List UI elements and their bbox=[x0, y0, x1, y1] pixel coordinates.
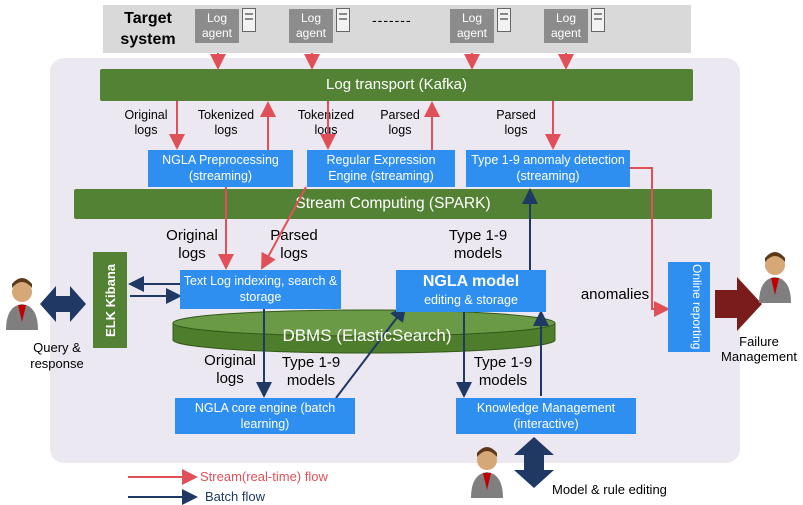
log-agent-label: Log agent bbox=[550, 11, 582, 40]
query-double-arrow bbox=[40, 286, 86, 322]
log-agent-1[interactable]: Log agent bbox=[195, 9, 239, 43]
label-type-models-bottom-1: Type 1-9 models bbox=[281, 354, 341, 389]
legend-batch-label: Batch flow bbox=[205, 489, 265, 504]
log-agent-3[interactable]: Log agent bbox=[450, 9, 494, 43]
label-model-rule-editing: Model & rule editing bbox=[552, 482, 667, 497]
log-agent-label: Log agent bbox=[295, 11, 327, 40]
server-icon bbox=[591, 8, 605, 32]
anomaly-detection-label: Type 1-9 anomaly detection (streaming) bbox=[471, 153, 625, 183]
ngla-model-title: NGLA model bbox=[422, 273, 520, 290]
arrow-anomaly-reporting bbox=[630, 167, 670, 317]
text-log-indexing-label: Text Log indexing, search & storage bbox=[183, 274, 338, 304]
log-agent-2[interactable]: Log agent bbox=[289, 9, 333, 43]
label-original-logs-top: Original logs bbox=[124, 108, 168, 137]
label-tokenized-logs-1: Tokenized logs bbox=[197, 108, 255, 137]
failure-arrow bbox=[715, 277, 762, 331]
anomaly-detection-box[interactable]: Type 1-9 anomaly detection (streaming) bbox=[466, 150, 630, 187]
user-icon-failure bbox=[759, 252, 791, 303]
online-reporting-box[interactable]: Online reporting bbox=[668, 262, 710, 352]
model-editing-double-arrow bbox=[514, 437, 554, 488]
user-icon-left bbox=[6, 278, 38, 330]
legend-stream-label: Stream(real-time) flow bbox=[200, 469, 328, 484]
label-failure-management: Failure Management bbox=[721, 334, 797, 364]
server-icon bbox=[497, 8, 511, 32]
knowledge-management-label: Knowledge Management (interactive) bbox=[476, 401, 616, 431]
log-agent-label: Log agent bbox=[456, 11, 488, 40]
log-agent-4[interactable]: Log agent bbox=[544, 9, 588, 43]
knowledge-management-box[interactable]: Knowledge Management (interactive) bbox=[456, 398, 636, 434]
kafka-bar[interactable]: Log transport (Kafka) bbox=[100, 69, 693, 101]
regex-engine-label: Regular Expression Engine (streaming) bbox=[326, 153, 436, 183]
agent-ellipsis: ------- bbox=[372, 12, 412, 28]
user-icon-bottom bbox=[471, 447, 503, 498]
label-parsed-logs-2: Parsed logs bbox=[496, 108, 536, 137]
label-tokenized-logs-2: Tokenized logs bbox=[297, 108, 355, 137]
label-anomalies: anomalies bbox=[580, 286, 650, 303]
spark-label: Stream Computing (SPARK) bbox=[295, 195, 491, 212]
ngla-preprocessing-label: NGLA Preprocessing (streaming) bbox=[162, 153, 279, 183]
dbms-cylinder[interactable] bbox=[172, 309, 556, 354]
ngla-model-subtitle: editing & storage bbox=[424, 293, 518, 307]
online-reporting-label: Online reporting bbox=[690, 264, 704, 350]
elk-kibana-box[interactable]: ELK Kibana bbox=[93, 252, 127, 348]
arrow-core-model bbox=[335, 305, 407, 399]
label-type-models-bottom-2: Type 1-9 models bbox=[473, 354, 533, 389]
label-query-response: Query & response bbox=[30, 340, 84, 371]
regex-engine-box[interactable]: Regular Expression Engine (streaming) bbox=[307, 150, 455, 187]
server-icon bbox=[336, 8, 350, 32]
label-original-logs-mid: Original logs bbox=[166, 227, 218, 262]
ngla-core-engine-box[interactable]: NGLA core engine (batch learning) bbox=[175, 398, 355, 434]
main-panel bbox=[50, 58, 740, 463]
spark-bar[interactable]: Stream Computing (SPARK) bbox=[74, 189, 712, 219]
arrow-regex-indexing bbox=[261, 186, 307, 270]
label-type-models-mid: Type 1-9 models bbox=[448, 227, 508, 262]
text-log-indexing-box[interactable]: Text Log indexing, search & storage bbox=[180, 270, 341, 309]
dbms-label: DBMS (ElasticSearch) bbox=[282, 326, 452, 345]
label-original-logs-bottom: Original logs bbox=[204, 352, 256, 387]
label-parsed-logs-mid: Parsed logs bbox=[270, 227, 318, 262]
ngla-preprocessing-box[interactable]: NGLA Preprocessing (streaming) bbox=[148, 150, 293, 187]
label-parsed-logs-1: Parsed logs bbox=[380, 108, 420, 137]
target-system-label: Target system bbox=[120, 10, 176, 48]
kafka-label: Log transport (Kafka) bbox=[326, 76, 467, 93]
ngla-model-box[interactable]: NGLA model editing & storage bbox=[396, 270, 546, 312]
log-agent-label: Log agent bbox=[201, 11, 233, 40]
server-icon bbox=[242, 8, 256, 32]
ngla-core-engine-label: NGLA core engine (batch learning) bbox=[194, 401, 336, 431]
